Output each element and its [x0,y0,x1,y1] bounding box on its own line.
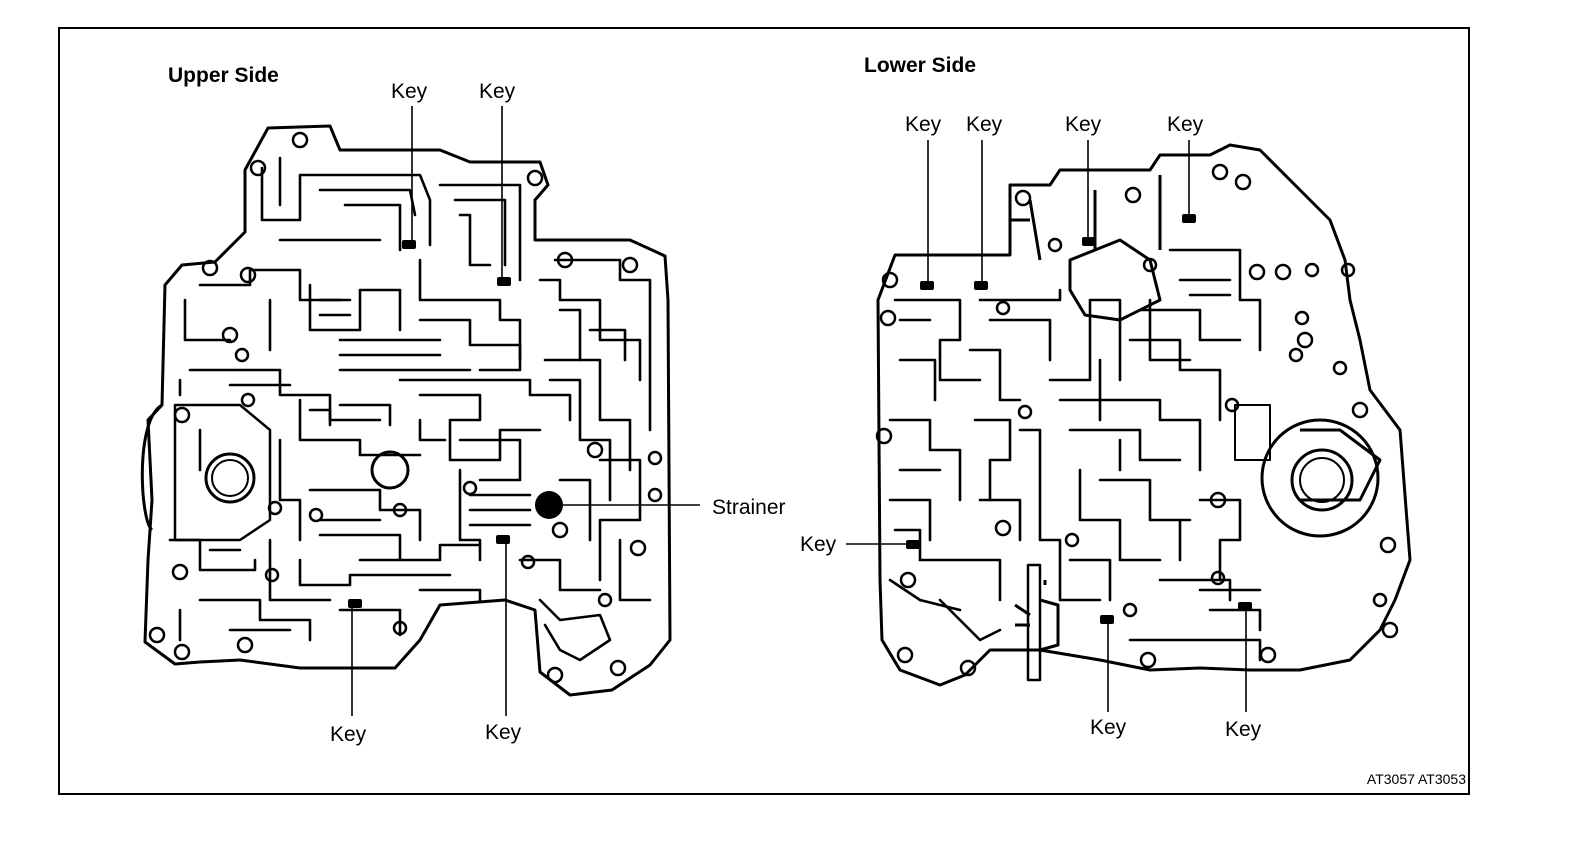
lower-valve-body [876,143,1412,687]
upper-bolt-holes [148,131,663,684]
lower-bolt-holes [875,163,1399,677]
lower-key-label-3: Key [1065,113,1102,136]
lower-key-2 [974,281,988,290]
lower-key-6 [1100,615,1114,624]
lower-key-label-2: Key [966,113,1003,136]
lower-key-label-7: Key [1225,718,1262,741]
lower-key-label-5: Key [800,533,837,556]
lower-key-label-1: Key [905,113,942,136]
lower-key-label-6: Key [1090,716,1127,739]
upper-side-title: Upper Side [168,64,279,87]
upper-key-label-4: Key [485,721,522,744]
upper-key-3 [496,535,510,544]
lower-channels [888,248,1262,662]
upper-key-4 [348,599,362,608]
lower-side-title: Lower Side [864,54,976,77]
upper-key-label-2: Key [479,80,516,103]
upper-valve-body [140,124,672,697]
strainer-mark [535,491,563,519]
lower-key-4 [1182,214,1196,223]
figure-frame [58,27,1470,795]
figure-code: AT3057 AT3053 [1367,771,1466,787]
lower-key-marks [906,214,1252,624]
upper-key-2 [497,277,511,286]
upper-key-1 [402,240,416,249]
strainer-label: Strainer [712,496,786,519]
upper-key-marks [348,240,563,608]
lower-key-1 [920,281,934,290]
lower-key-7 [1238,602,1252,611]
lower-key-5 [906,540,920,549]
upper-key-label-3: Key [330,723,367,746]
lower-key-3 [1082,237,1096,246]
lower-leaders [846,140,1247,712]
upper-leaders [351,106,700,716]
upper-key-label-1: Key [391,80,428,103]
upper-channels [168,156,652,662]
lower-key-label-4: Key [1167,113,1204,136]
